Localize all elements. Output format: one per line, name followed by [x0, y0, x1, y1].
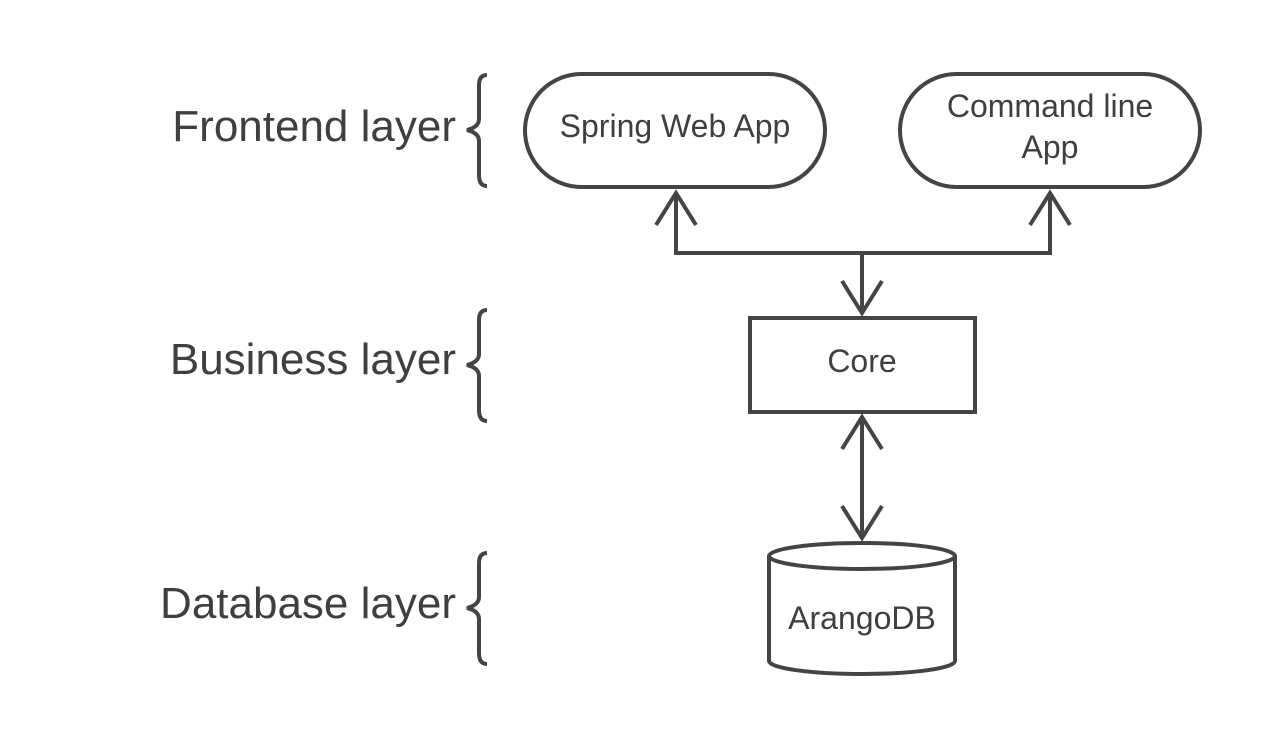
command-line-app-arrowhead — [1028, 189, 1072, 227]
database-cylinder-body — [767, 556, 957, 676]
business-layer-brace — [466, 308, 488, 423]
core-node: Core — [748, 316, 977, 414]
database-arrowhead — [840, 504, 884, 542]
core-arrowhead — [840, 279, 884, 317]
frontend-layer-brace — [466, 73, 488, 188]
core-bottom-arrowhead — [840, 413, 884, 451]
arangodb-node: ArangoDB — [767, 541, 957, 676]
spring-web-app-node: Spring Web App — [523, 72, 827, 189]
command-line-app-node: Command line App — [898, 72, 1202, 189]
frontend-layer-label: Frontend layer — [172, 102, 456, 151]
spring-web-app-arrowhead — [654, 189, 698, 227]
command-line-app-label-line1: Command line — [947, 88, 1153, 124]
spring-web-app-label: Spring Web App — [560, 108, 791, 144]
business-layer-label: Business layer — [170, 335, 456, 384]
command-line-app-label-line2: App — [1022, 129, 1079, 165]
database-layer-label: Database layer — [160, 579, 456, 628]
core-label: Core — [827, 343, 896, 379]
arangodb-label: ArangoDB — [788, 600, 936, 636]
database-cylinder-top — [767, 541, 957, 571]
database-layer-brace — [466, 551, 488, 666]
frontend-connector — [674, 193, 1052, 313]
